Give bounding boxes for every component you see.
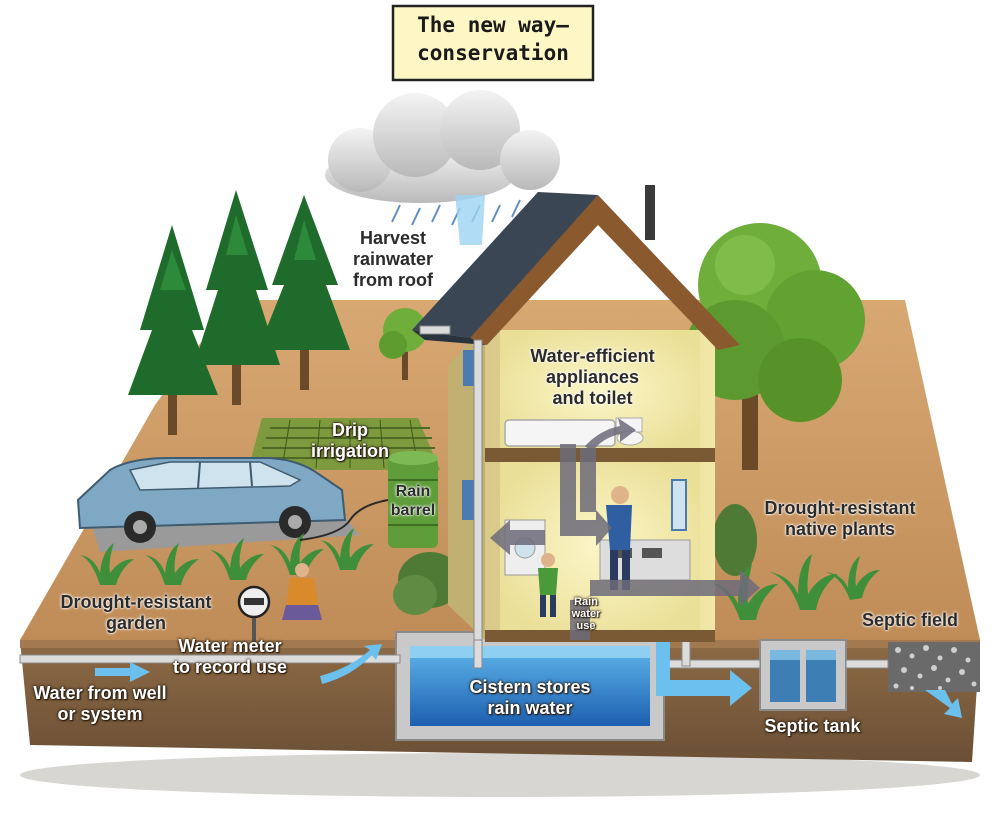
flow-arrows (95, 630, 962, 718)
child-figure (538, 553, 558, 617)
title-line-1: The new way— (417, 13, 569, 37)
label-line: Water meter (178, 636, 282, 656)
gardener (282, 563, 322, 620)
label-line: barrel (390, 502, 436, 519)
title: The new way— conservation (393, 11, 593, 67)
downspout (419, 325, 483, 669)
label-line: native plants (784, 519, 896, 539)
label-line: from roof (353, 270, 433, 290)
label-line: rainwater (352, 249, 434, 269)
label-harvest-rainwater: Harvest rainwater from roof (338, 228, 448, 291)
small-tree (379, 308, 427, 380)
garden-plants (80, 528, 374, 585)
title-line-2: conservation (417, 41, 569, 65)
label-septic-field: Septic field (861, 610, 959, 630)
label-water-meter: Water meter to record use (150, 636, 310, 678)
label-line: Drought-resistant (60, 592, 212, 612)
label-line: use (576, 620, 596, 632)
label-line: Drought-resistant (764, 498, 916, 518)
label-line: to record use (172, 657, 288, 677)
house (412, 185, 740, 642)
label-line: or system (57, 704, 143, 724)
label-water-from-well: Water from well or system (20, 683, 180, 725)
label-cistern: Cistern stores rain water (430, 677, 630, 719)
label-line: garden (105, 613, 166, 633)
ground-shadow (20, 753, 980, 797)
rain-cloud (325, 90, 560, 245)
title-box (391, 4, 595, 82)
label-line: water (571, 608, 601, 620)
septic-tank (759, 639, 847, 711)
label-drip-irrigation: Drip irrigation (295, 420, 405, 462)
car (76, 457, 347, 543)
washing-machine (504, 519, 546, 576)
label-water-efficient-appliances: Water-efficient appliances and toilet (505, 346, 680, 409)
label-line: and toilet (552, 388, 633, 408)
label-line: Rain (395, 483, 431, 500)
label-drought-resistant-garden: Drought-resistant garden (36, 592, 236, 634)
water-meter (237, 585, 271, 645)
label-line: Harvest (359, 228, 427, 248)
label-line: irrigation (310, 441, 389, 461)
label-line: appliances (545, 367, 640, 387)
label-line: Drip (332, 420, 368, 440)
adult-figure (606, 486, 632, 590)
reuse-arrows (490, 418, 760, 640)
label-line: Water from well (33, 683, 167, 703)
label-septic-tank: Septic tank (764, 716, 861, 736)
cistern (395, 631, 665, 741)
rain-barrel (299, 451, 438, 548)
shrubs (393, 504, 757, 615)
label-rain-barrel: Rain barrel (383, 482, 443, 520)
label-line: rain water (487, 698, 573, 718)
septic-field (888, 642, 980, 692)
label-drought-resistant-native-plants: Drought-resistant native plants (735, 498, 945, 540)
label-line: Cistern stores (469, 677, 591, 697)
label-line: Rain (574, 596, 598, 608)
label-line: Water-efficient (530, 346, 655, 366)
label-rain-water-use: Rain water use (566, 596, 606, 632)
conifer-trees (128, 190, 350, 435)
